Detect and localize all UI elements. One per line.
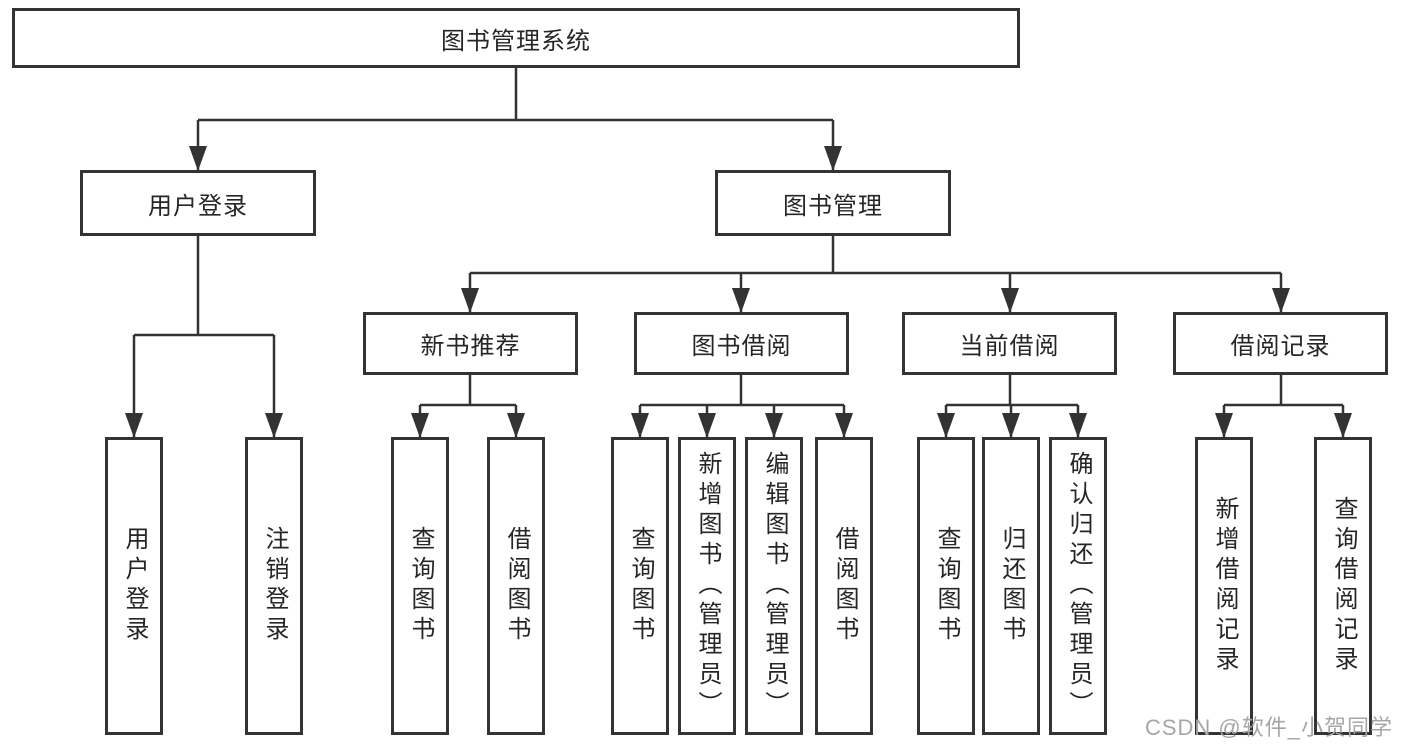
node-borrow-records: 借阅记录: [1173, 312, 1388, 375]
leaf-query-borrow-record-label: 查询借阅记录: [1330, 496, 1357, 676]
leaf-borrow-books-2-label: 借阅图书: [831, 526, 858, 646]
leaf-query-books-2-label: 查询图书: [627, 526, 654, 646]
connector-path: [132, 68, 1345, 438]
leaf-add-book-admin: 新增图书（管理员）: [678, 437, 736, 735]
leaf-query-books-1: 查询图书: [391, 437, 449, 735]
node-user-login: 用户登录: [80, 170, 316, 236]
node-current-borrow: 当前借阅: [902, 312, 1117, 375]
node-borrow-records-label: 借阅记录: [1230, 333, 1331, 360]
leaf-query-books-3-label: 查询图书: [933, 526, 960, 646]
leaf-query-books-1-label: 查询图书: [407, 526, 434, 646]
node-book-management-label: 图书管理: [783, 192, 883, 220]
leaf-user-login: 用户登录: [105, 437, 163, 735]
leaf-borrow-books-1-label: 借阅图书: [503, 526, 530, 646]
node-new-book-recommend-label: 新书推荐: [420, 333, 521, 360]
leaf-confirm-return-admin: 确认归还（管理员）: [1049, 437, 1107, 735]
leaf-add-book-admin-label: 新增图书（管理员）: [694, 451, 721, 721]
leaf-query-books-2: 查询图书: [611, 437, 669, 735]
node-root-label: 图书管理系统: [441, 27, 591, 55]
leaf-logout-login: 注销登录: [245, 437, 303, 735]
leaf-borrow-books-2: 借阅图书: [815, 437, 873, 735]
leaf-add-borrow-record-label: 新增借阅记录: [1211, 496, 1238, 676]
leaf-query-borrow-record: 查询借阅记录: [1314, 437, 1372, 735]
node-user-login-label: 用户登录: [148, 192, 248, 220]
leaf-edit-book-admin: 编辑图书（管理员）: [745, 437, 803, 735]
leaf-borrow-books-1: 借阅图书: [487, 437, 545, 735]
watermark-text: CSDN @软件_小贺同学: [1144, 715, 1393, 740]
node-root: 图书管理系统: [12, 8, 1020, 68]
leaf-confirm-return-admin-label: 确认归还（管理员）: [1065, 451, 1092, 721]
leaf-logout-login-label: 注销登录: [261, 526, 288, 646]
node-book-management: 图书管理: [715, 170, 951, 236]
node-current-borrow-label: 当前借阅: [959, 333, 1060, 360]
leaf-return-book-label: 归还图书: [998, 526, 1025, 646]
leaf-add-borrow-record: 新增借阅记录: [1195, 437, 1253, 735]
leaf-query-books-3: 查询图书: [917, 437, 975, 735]
node-book-borrow-label: 图书借阅: [691, 333, 792, 360]
leaf-edit-book-admin-label: 编辑图书（管理员）: [761, 451, 788, 721]
leaf-return-book: 归还图书: [982, 437, 1040, 735]
node-new-book-recommend: 新书推荐: [363, 312, 578, 375]
leaf-user-login-label: 用户登录: [121, 526, 148, 646]
node-book-borrow: 图书借阅: [634, 312, 849, 375]
